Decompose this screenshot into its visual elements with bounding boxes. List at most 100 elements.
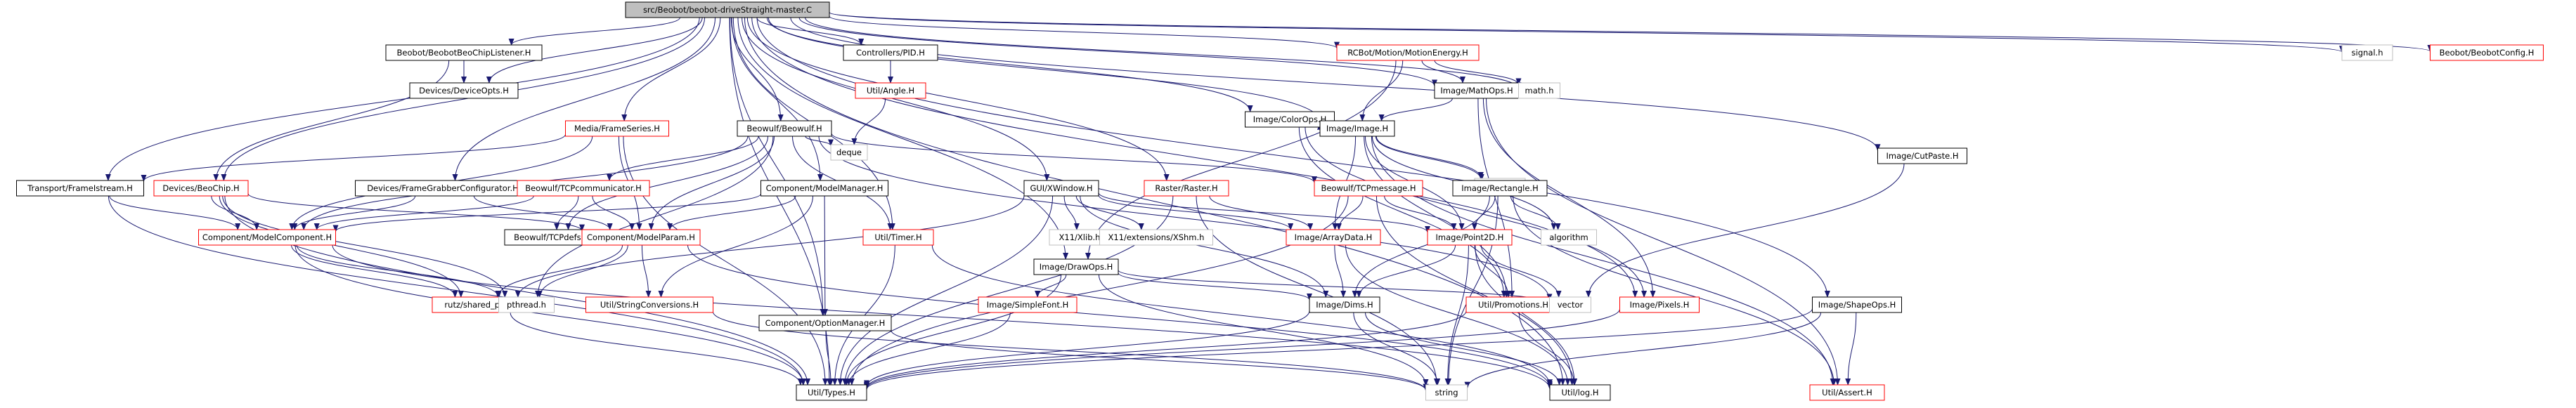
edge-root-to-pid: [756, 17, 865, 46]
node-box: [1309, 296, 1380, 313]
edge-modelmanager-to-modelparam: [667, 195, 796, 230]
node-stringconv[interactable]: Util/StringConversions.H: [585, 296, 713, 313]
edge-promotions-to-log: [1518, 312, 1577, 386]
node-box: [1314, 180, 1423, 197]
edge-tcpcomm-to-modelcomponent: [313, 195, 534, 230]
edge-xwindow-to-dims: [1080, 195, 1329, 298]
node-dims[interactable]: Image/Dims.H: [1309, 296, 1380, 313]
node-root[interactable]: src/Beobot/beobot-driveStraight-master.C: [625, 1, 830, 18]
edge-frameseries-to-types: [623, 136, 829, 386]
node-box: [625, 1, 830, 18]
node-modelmanager[interactable]: Component/ModelManager.H: [760, 180, 888, 197]
edge-root-to-modelmanager: [731, 17, 823, 181]
edge-modelcomponent-to-types: [295, 244, 806, 386]
edge-dims-to-types: [864, 310, 1310, 388]
node-tcpdefs[interactable]: Beowulf/TCPdefs.H: [504, 229, 600, 246]
node-image[interactable]: Image/Image.H: [1319, 120, 1395, 137]
node-promotions[interactable]: Util/Promotions.H: [1465, 296, 1561, 313]
edge-root-to-signalh: [829, 12, 2345, 53]
edge-colorops-to-pixels: [1305, 126, 1648, 298]
edge-dims-to-string: [1353, 312, 1441, 386]
node-pixels[interactable]: Image/Pixels.H: [1619, 296, 1700, 313]
node-framegrabber[interactable]: Devices/FrameGrabberConfigurator.H: [355, 180, 531, 197]
node-pid[interactable]: Controllers/PID.H: [843, 44, 938, 61]
edge-motionenergy-to-mathh: [1434, 60, 1522, 86]
node-modelcomponent[interactable]: Component/ModelComponent.H: [198, 229, 336, 246]
node-box: [585, 296, 713, 313]
node-tcpcomm[interactable]: Beowulf/TCPcommunicator.H: [517, 180, 650, 197]
edge-tcpmessage-to-log: [1376, 195, 1575, 386]
node-label: Image/Dims.H: [1316, 300, 1373, 310]
node-timer[interactable]: Util/Timer.H: [862, 229, 934, 246]
node-box: [517, 180, 650, 197]
node-label: Beowulf/TCPdefs.H: [514, 232, 590, 242]
node-log[interactable]: Util/log.H: [1549, 384, 1611, 401]
node-label: Component/ModelManager.H: [766, 183, 884, 193]
node-types[interactable]: Util/Types.H: [796, 384, 867, 401]
node-angle[interactable]: Util/Angle.H: [855, 82, 926, 99]
node-cutpaste[interactable]: Image/CutPaste.H: [1877, 147, 1967, 164]
node-point2d[interactable]: Image/Point2D.H: [1427, 229, 1513, 246]
edge-motionenergy-to-mathops: [1421, 60, 1465, 84]
node-beobotconfig[interactable]: Beobot/BeobotConfig.H: [2430, 44, 2544, 61]
node-signalh: signal.h: [2341, 44, 2393, 61]
node-label: deque: [836, 147, 862, 157]
node-label: Util/Angle.H: [867, 86, 914, 96]
node-algorithm: algorithm: [1541, 229, 1597, 246]
node-box: [1549, 384, 1611, 401]
edge-drawops-to-types: [843, 274, 1062, 386]
node-raster[interactable]: Raster/Raster.H: [1144, 180, 1229, 197]
node-label: Image/Rectangle.H: [1461, 183, 1538, 193]
node-label: Image/ShapeOps.H: [1818, 300, 1896, 310]
node-box: [1319, 120, 1395, 137]
edge-modelparam-to-stringconv: [641, 244, 652, 298]
edge-framegrabber-to-modelcomponent: [292, 195, 416, 230]
node-simplefont[interactable]: Image/SimpleFont.H: [978, 296, 1077, 313]
node-modelparam[interactable]: Component/ModelParam.H: [581, 229, 701, 246]
node-drawops[interactable]: Image/DrawOps.H: [1033, 258, 1119, 275]
edge-raster-to-arraydata: [1209, 195, 1314, 230]
node-arraydata[interactable]: Image/ArrayData.H: [1286, 229, 1381, 246]
node-optionmanager[interactable]: Component/OptionManager.H: [758, 315, 892, 331]
edge-modelmanager-to-optionmanager: [822, 195, 828, 316]
node-frameseries[interactable]: Media/FrameSeries.H: [565, 120, 669, 137]
edge-image-to-iterator: [1376, 136, 1484, 179]
edge-pixels-to-types: [864, 308, 1620, 390]
node-beochip[interactable]: Devices/BeoChip.H: [153, 180, 249, 197]
node-colorops[interactable]: Image/ColorOps.H: [1245, 111, 1335, 128]
node-mathops[interactable]: Image/MathOps.H: [1434, 82, 1520, 99]
edge-tcpmessage-to-arraydata: [1335, 195, 1364, 230]
node-label: Beobot/BeobotConfig.H: [2440, 48, 2535, 58]
edge-point2d-to-dims: [1356, 244, 1456, 298]
edge-rectangle-to-point2d: [1471, 195, 1496, 230]
edge-sharedptr-to-types: [510, 312, 803, 386]
edge-xwindow-to-arraydata: [1098, 195, 1294, 230]
node-mathh: math.h: [1518, 82, 1560, 99]
node-shapeops[interactable]: Image/ShapeOps.H: [1812, 296, 1902, 313]
node-label: Devices/FrameGrabberConfigurator.H: [367, 183, 519, 193]
node-beowulf[interactable]: Beowulf/Beowulf.H: [737, 120, 832, 137]
node-assert[interactable]: Util/Assert.H: [1809, 384, 1885, 401]
node-label: Beowulf/TCPcommunicator.H: [525, 183, 642, 193]
node-label: Media/FrameSeries.H: [574, 124, 660, 133]
node-motionenergy[interactable]: RCBot/Motion/MotionEnergy.H: [1336, 44, 1480, 61]
edge-root-to-shapeops: [756, 17, 1830, 298]
node-label: Image/DrawOps.H: [1040, 262, 1113, 272]
edge-root-to-mathops: [798, 17, 1437, 87]
node-box: [1425, 384, 1468, 401]
edge-beowulf-to-tcpmessage: [831, 133, 1317, 184]
edge-beochip-to-modelcomponent: [211, 195, 260, 230]
node-listener[interactable]: Beobot/BeobotBeoChipListener.H: [385, 44, 543, 61]
node-deviceopts[interactable]: Devices/DeviceOpts.H: [409, 82, 519, 99]
node-frameistream[interactable]: Transport/FrameIstream.H: [16, 180, 144, 197]
node-rectangle[interactable]: Image/Rectangle.H: [1452, 180, 1548, 197]
node-box: [855, 82, 926, 99]
edge-point2d-to-vector: [1480, 244, 1562, 298]
node-box: [1099, 229, 1213, 246]
node-xwindow[interactable]: GUI/XWindow.H: [1023, 180, 1099, 197]
node-label: Component/OptionManager.H: [765, 318, 886, 328]
edge-motionenergy-to-drawops: [1085, 60, 1397, 260]
node-tcpmessage[interactable]: Beowulf/TCPmessage.H: [1314, 180, 1423, 197]
edge-point2d-to-string: [1444, 244, 1469, 386]
